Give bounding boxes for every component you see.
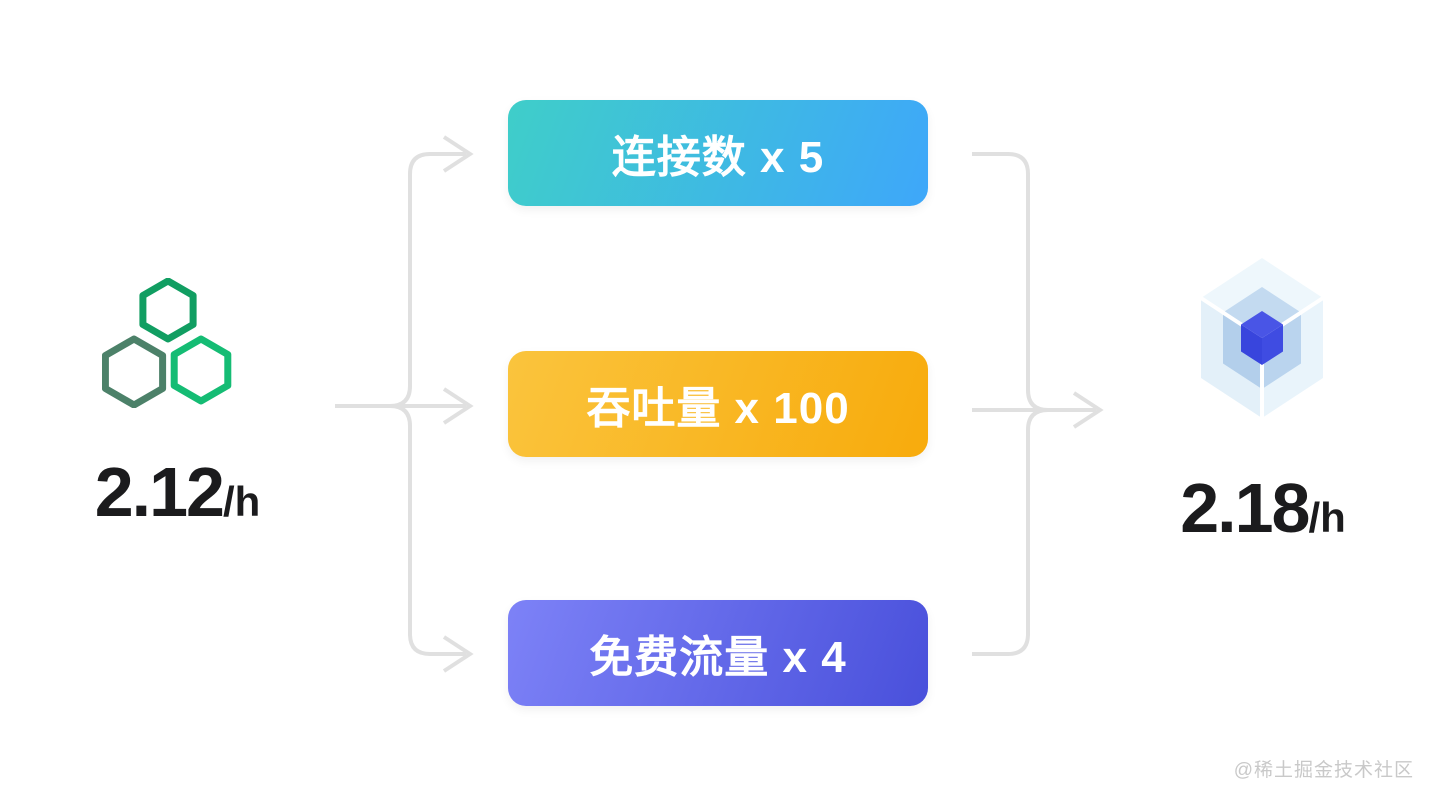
- arrow-left-top-head: [442, 135, 474, 173]
- hexagon-top: [139, 278, 197, 343]
- hexagon-bottom-right: [170, 335, 232, 405]
- result-rate-unit: /h: [1308, 494, 1346, 541]
- arrow-left-bottom: [389, 404, 466, 656]
- watermark: @稀土掘金技术社区: [1233, 760, 1414, 781]
- multiplier-label-3: 免费流量 x 4: [589, 633, 847, 682]
- source-rate-value: 2.12: [94, 453, 225, 531]
- multiplier-label-2: 吞吐量 x 100: [586, 384, 850, 433]
- arrow-right-top: [972, 152, 1049, 412]
- multiplier-box-2: 吞吐量 x 100: [508, 351, 928, 457]
- cube-inner-right: [1262, 324, 1283, 365]
- arrow-left-top: [389, 152, 466, 408]
- result-rate-value: 2.18: [1180, 469, 1310, 547]
- arrow-right-bottom: [972, 408, 1049, 656]
- result-rate: 2.18/h: [1118, 468, 1408, 548]
- multiplier-label-1: 连接数 x 5: [611, 133, 825, 182]
- hexagon-bottom-left: [102, 335, 167, 408]
- arrow-left-middle-head: [442, 387, 474, 425]
- source-rate: 2.12/h: [30, 452, 325, 532]
- arrow-left-bottom-head: [442, 635, 474, 673]
- layered-cube-icon: [1199, 258, 1325, 418]
- multiplier-box-1: 连接数 x 5: [508, 100, 928, 206]
- hexagon-cluster-icon: [102, 278, 232, 408]
- arrow-right-middle-head: [1072, 391, 1104, 429]
- source-rate-unit: /h: [222, 478, 261, 525]
- multiplier-box-3: 免费流量 x 4: [508, 600, 928, 706]
- cube-inner-left: [1241, 324, 1262, 365]
